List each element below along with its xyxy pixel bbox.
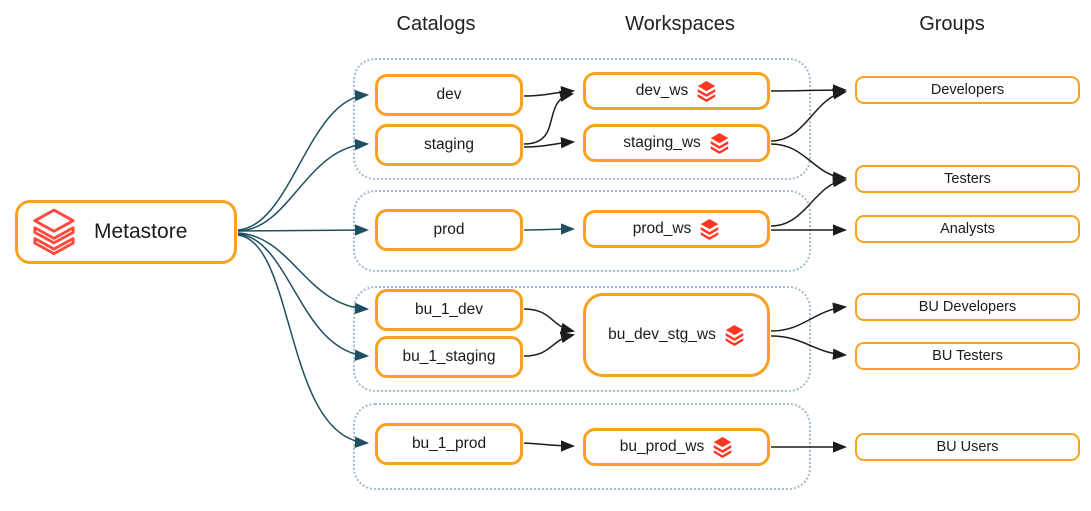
catalog-node-dev: dev — [375, 74, 523, 116]
edge-bu-1-dev-bu-dev-stg-ws — [523, 308, 576, 334]
group-label: BU Developers — [918, 299, 1017, 315]
container-bu-dev-staging — [353, 286, 811, 392]
group-label: Developers — [930, 82, 1005, 98]
group-node-testers: Testers — [855, 165, 1080, 193]
group-label: BU Testers — [932, 348, 1003, 364]
edge-staging-staging-ws — [523, 136, 576, 149]
edge-metastore-bu-1-staging — [237, 233, 370, 361]
workspace-label: dev_ws — [635, 82, 689, 99]
column-header-workspaces: Workspaces — [625, 13, 735, 35]
workspace-label: bu_prod_ws — [619, 438, 705, 455]
edge-metastore-dev — [237, 89, 370, 231]
group-label: BU Users — [936, 439, 999, 455]
workspace-node-bu-prod-ws: bu_prod_ws — [583, 428, 770, 466]
group-node-bu-users: BU Users — [855, 433, 1080, 461]
edge-bu-1-prod-bu-prod-ws — [523, 440, 576, 452]
group-node-bu-developers: BU Developers — [855, 293, 1080, 321]
metastore-node: Metastore — [15, 200, 237, 264]
catalog-label: bu_1_dev — [414, 301, 484, 318]
workspace-node-staging-ws: staging_ws — [583, 124, 770, 162]
group-node-analysts: Analysts — [855, 215, 1080, 243]
edge-staging-dev-ws — [523, 90, 575, 145]
databricks-solid-icon — [710, 133, 729, 154]
catalog-node-bu-1-prod: bu_1_prod — [375, 423, 523, 465]
workspace-label: staging_ws — [623, 134, 701, 151]
databricks-solid-icon — [725, 325, 744, 346]
group-label: Testers — [944, 171, 991, 187]
workspace-label: bu_dev_stg_ws — [608, 326, 716, 343]
catalog-label: prod — [433, 221, 465, 238]
workspace-node-bu-dev-stg-ws: bu_dev_stg_ws — [583, 293, 770, 377]
edge-prod-prod-ws — [523, 223, 576, 235]
edge-metastore-bu-1-dev — [237, 232, 370, 315]
edge-bu-1-staging-bu-dev-stg-ws — [523, 332, 576, 357]
edge-bu-dev-stg-ws-bu-testers — [770, 335, 848, 360]
catalog-label: staging — [424, 136, 474, 153]
edge-metastore-prod — [237, 224, 370, 236]
workspace-node-dev-ws: dev_ws — [583, 72, 770, 110]
group-node-bu-testers: BU Testers — [855, 342, 1080, 370]
catalog-node-bu-1-staging: bu_1_staging — [375, 336, 523, 378]
databricks-outline-icon — [33, 208, 75, 256]
container-dev-staging — [353, 58, 811, 180]
edge-staging-ws-testers — [770, 143, 848, 183]
edge-metastore-staging — [237, 138, 370, 232]
column-header-catalogs: Catalogs — [396, 13, 476, 35]
catalog-node-bu-1-dev: bu_1_dev — [375, 289, 523, 331]
edge-dev-ws-developers — [770, 84, 848, 96]
catalog-label: bu_1_staging — [402, 348, 496, 365]
workspace-node-prod-ws: prod_ws — [583, 210, 770, 248]
container-prod — [353, 190, 811, 272]
column-header-groups: Groups — [919, 13, 985, 35]
workspace-label: prod_ws — [632, 220, 692, 237]
databricks-solid-icon — [698, 81, 716, 102]
databricks-solid-icon — [713, 437, 732, 458]
edge-metastore-bu-1-prod — [237, 234, 370, 448]
catalog-node-prod: prod — [375, 209, 523, 251]
group-label: Analysts — [940, 221, 995, 237]
databricks-solid-icon — [701, 219, 719, 240]
metastore-label: Metastore — [94, 220, 188, 243]
edge-bu-dev-stg-ws-bu-developers — [770, 302, 848, 332]
edge-staging-ws-developers — [770, 88, 848, 142]
catalog-node-staging: staging — [375, 124, 523, 166]
group-node-developers: Developers — [855, 76, 1080, 104]
catalog-label: dev — [436, 86, 462, 103]
catalog-label: bu_1_prod — [411, 435, 487, 452]
edge-prod-ws-testers — [770, 175, 848, 227]
